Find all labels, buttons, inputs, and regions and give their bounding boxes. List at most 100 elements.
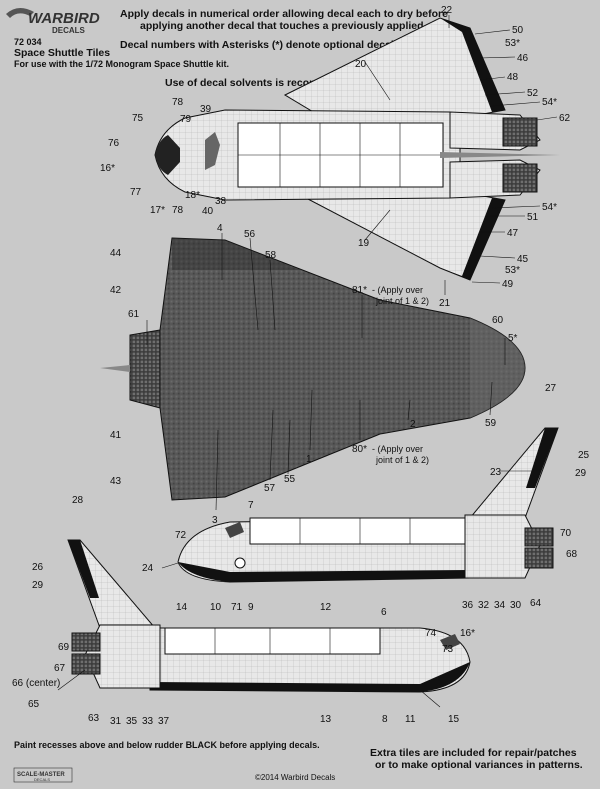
callout-79: 79: [180, 114, 192, 125]
callout-17: 17*: [150, 205, 165, 216]
callout-22: 22: [441, 5, 453, 16]
hatch-right: [234, 557, 246, 569]
payload-doors-right: [249, 517, 466, 545]
callout-81-note-2: joint of 1 & 2): [375, 296, 429, 306]
callout-78-top: 78: [172, 97, 184, 108]
callout-6: 6: [381, 607, 387, 618]
engine-left-lower: [71, 653, 101, 675]
callout-41: 41: [110, 430, 122, 441]
callout-30: 30: [510, 600, 522, 611]
callout-54-top: 54*: [542, 97, 557, 108]
callout-9: 9: [248, 602, 254, 613]
callout-47: 47: [507, 228, 519, 239]
callout-81-note-1: - (Apply over: [372, 285, 423, 295]
svg-text:SCALE-MASTER: SCALE-MASTER: [17, 772, 65, 778]
callout-56: 56: [244, 229, 256, 240]
callout-58: 58: [265, 250, 277, 261]
callout-76: 76: [108, 138, 120, 149]
callout-49: 49: [502, 279, 514, 290]
callout-80-note-1: - (Apply over: [372, 444, 423, 454]
instruction-line-1: Apply decals in numerical order allowing…: [120, 8, 448, 20]
brand-sub: DECALS: [52, 26, 86, 35]
callout-29-left: 29: [32, 580, 44, 591]
callout-42: 42: [110, 285, 122, 296]
left-side-view: [67, 539, 471, 693]
callout-27: 27: [545, 383, 557, 394]
callout-25: 25: [578, 450, 590, 461]
callout-1: 1: [306, 454, 312, 465]
callout-65: 65: [28, 699, 40, 710]
cockpit-window-left: [440, 634, 460, 650]
belly-black-left: [150, 662, 470, 692]
engine-right-upper: [524, 527, 554, 547]
callout-72: 72: [175, 530, 187, 541]
callout-7: 7: [248, 500, 254, 511]
leader-lines: [57, 15, 558, 708]
callout-78-bottom: 78: [172, 205, 184, 216]
callout-81: 81*: [352, 285, 367, 296]
top-view: [154, 17, 560, 281]
paint-note: Paint recesses above and below rudder BL…: [14, 740, 320, 750]
callouts-left-side-view: 28 26 24 29 6 69 74 16* 73 67 66 (center…: [12, 495, 475, 727]
body-flap: [129, 329, 161, 409]
callout-36: 36: [462, 600, 474, 611]
callout-73: 73: [442, 644, 454, 655]
callout-80: 80*: [352, 444, 367, 455]
callout-62: 62: [559, 113, 571, 124]
callout-66-center: 66 (center): [12, 678, 60, 689]
callout-21: 21: [439, 298, 451, 309]
callout-44: 44: [110, 248, 122, 259]
callout-26: 26: [32, 562, 44, 573]
callout-32: 32: [478, 600, 490, 611]
callout-53-bottom: 53*: [505, 265, 520, 276]
callout-12: 12: [320, 602, 332, 613]
cockpit-window-right: [225, 522, 244, 538]
callouts-top-view: 22 50 53* 46 20 48 52 54* 62 75 78 39 79…: [100, 5, 571, 309]
callout-14: 14: [176, 602, 188, 613]
callout-34: 34: [494, 600, 506, 611]
callout-2: 2: [410, 419, 416, 430]
callout-60: 60: [492, 315, 504, 326]
payload-doors-left: [164, 627, 381, 655]
callout-59: 59: [485, 418, 497, 429]
callout-52: 52: [527, 88, 539, 99]
callouts-belly-view: 4 56 44 58 42 81* - (Apply over joint of…: [110, 223, 518, 526]
callout-64: 64: [530, 598, 542, 609]
tail-leading-edge-left: [68, 540, 99, 598]
callout-74: 74: [425, 628, 437, 639]
callout-61: 61: [128, 309, 140, 320]
belly-black-right: [178, 562, 470, 582]
callout-13: 13: [320, 714, 332, 725]
right-side-view: [177, 427, 559, 583]
callout-24: 24: [142, 563, 154, 574]
wing-leading-edge-bottom: [440, 198, 505, 280]
callout-45: 45: [517, 254, 529, 265]
callout-43: 43: [110, 476, 122, 487]
callout-3: 3: [212, 515, 218, 526]
callout-54-bottom: 54*: [542, 202, 557, 213]
sheet-number: 72 034: [14, 37, 42, 47]
callout-39: 39: [200, 104, 212, 115]
callout-70: 70: [560, 528, 572, 539]
wing-leading-edge-top: [440, 18, 505, 112]
tail-spike: [100, 365, 130, 372]
callout-77: 77: [130, 187, 142, 198]
tail-fin-top: [440, 152, 560, 158]
callout-8: 8: [382, 714, 388, 725]
callout-40: 40: [202, 206, 214, 217]
sheet-title: Space Shuttle Tiles: [14, 47, 110, 59]
callout-28: 28: [72, 495, 84, 506]
scale-master-logo: SCALE-MASTER DECALS: [13, 767, 73, 783]
callout-31: 31: [110, 716, 122, 727]
extra-tiles-note-2: or to make optional variances in pattern…: [375, 759, 583, 771]
callout-10: 10: [210, 602, 222, 613]
cockpit-windows: [205, 132, 220, 170]
belly-view: [100, 237, 526, 501]
engine-right-lower: [524, 547, 554, 569]
callout-37: 37: [158, 716, 170, 727]
instruction-line-3: Decal numbers with Asterisks (*) denote …: [120, 39, 403, 51]
callout-57: 57: [264, 483, 276, 494]
callout-48: 48: [507, 72, 519, 83]
callout-55: 55: [284, 474, 296, 485]
